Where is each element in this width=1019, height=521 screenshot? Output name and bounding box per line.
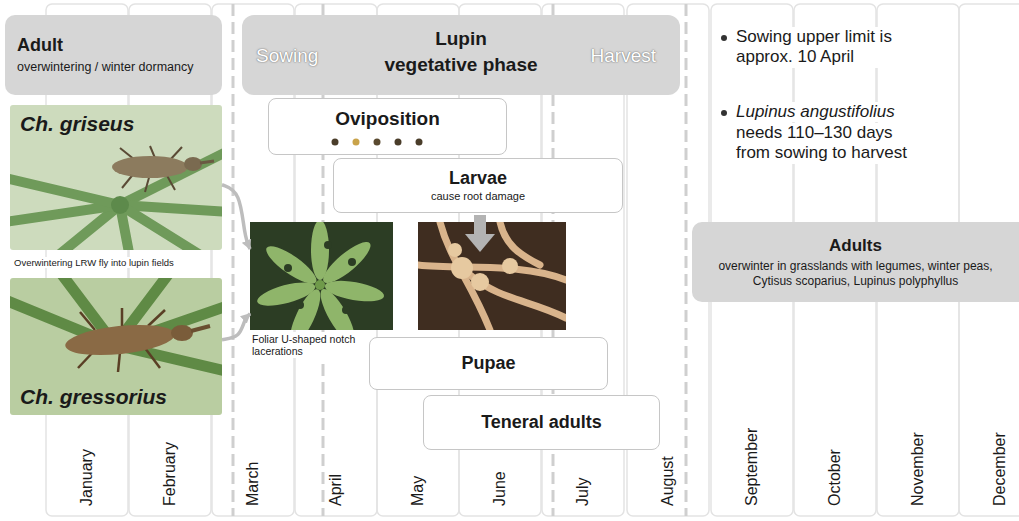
month-label: November bbox=[908, 429, 927, 509]
note-text: needs 110–130 days from sowing to harves… bbox=[736, 123, 922, 164]
griseus-photo bbox=[10, 105, 222, 250]
photo-caption: Foliar U-shaped notch lacerations bbox=[250, 332, 366, 358]
month-label: February bbox=[160, 439, 179, 509]
phase-marker: Harvest bbox=[591, 45, 656, 68]
damage-photo: Foliar U-shaped notch lacerations bbox=[250, 222, 393, 330]
species-name: Ch. griseus bbox=[20, 111, 134, 136]
month-label: July bbox=[573, 475, 592, 509]
box-title: Larvae bbox=[342, 168, 614, 190]
box-text: overwinter in grasslands with legumes, w… bbox=[700, 259, 1011, 288]
species-photo: Ch. gressorius bbox=[10, 278, 222, 415]
month-label: April bbox=[326, 471, 345, 509]
species-name: Lupinus angustifolius bbox=[736, 102, 895, 122]
stage-box: Adults overwinter in grasslands with legu… bbox=[692, 222, 1019, 302]
root-damage-photo bbox=[418, 222, 566, 330]
gressorius-photo bbox=[10, 278, 222, 415]
month-label: September bbox=[742, 425, 761, 509]
month-label: March bbox=[243, 459, 262, 509]
species-name: Ch. gressorius bbox=[20, 384, 167, 409]
box-title: Adult bbox=[17, 35, 210, 57]
photo-caption: Overwintering LRW fly into lupin fields bbox=[12, 257, 176, 268]
box-title: Pupae bbox=[378, 353, 599, 375]
species-photo: Ch. griseus bbox=[10, 105, 222, 250]
larvae-to-root-arrow bbox=[465, 215, 495, 252]
bullet-dots bbox=[721, 35, 727, 116]
box-subtitle: cause root damage bbox=[342, 190, 614, 203]
stage-box: Pupae bbox=[369, 337, 608, 390]
leaf-damage-photo bbox=[250, 222, 393, 330]
box-subtitle: overwintering / winter dormancy bbox=[17, 60, 210, 75]
stage-box: Oviposition bbox=[268, 98, 507, 155]
month-label: June bbox=[490, 468, 509, 509]
stage-box: Larvaecause root damage bbox=[333, 158, 623, 213]
stage-box: Teneral adults bbox=[423, 395, 660, 450]
stage-box: Adult overwintering / winter dormancy bbox=[5, 15, 222, 95]
curved-arrow bbox=[222, 185, 250, 249]
month-label: October bbox=[825, 446, 844, 509]
box-title: Oviposition bbox=[277, 108, 498, 131]
curved-arrow bbox=[222, 314, 250, 340]
note-text: Sowing upper limit is approx. 10 April bbox=[736, 27, 928, 68]
month-label: January bbox=[77, 446, 96, 509]
phase-marker: Sowing bbox=[256, 45, 318, 68]
month-label: May bbox=[408, 473, 427, 509]
dashed-period-lines bbox=[233, 4, 686, 516]
month-label: August bbox=[658, 453, 677, 509]
phase-band: SowingLupinvegetative phaseHarvest bbox=[242, 15, 680, 95]
month-label: December bbox=[990, 429, 1009, 509]
box-title: Adults bbox=[700, 236, 1011, 256]
box-title: Teneral adults bbox=[432, 412, 651, 434]
